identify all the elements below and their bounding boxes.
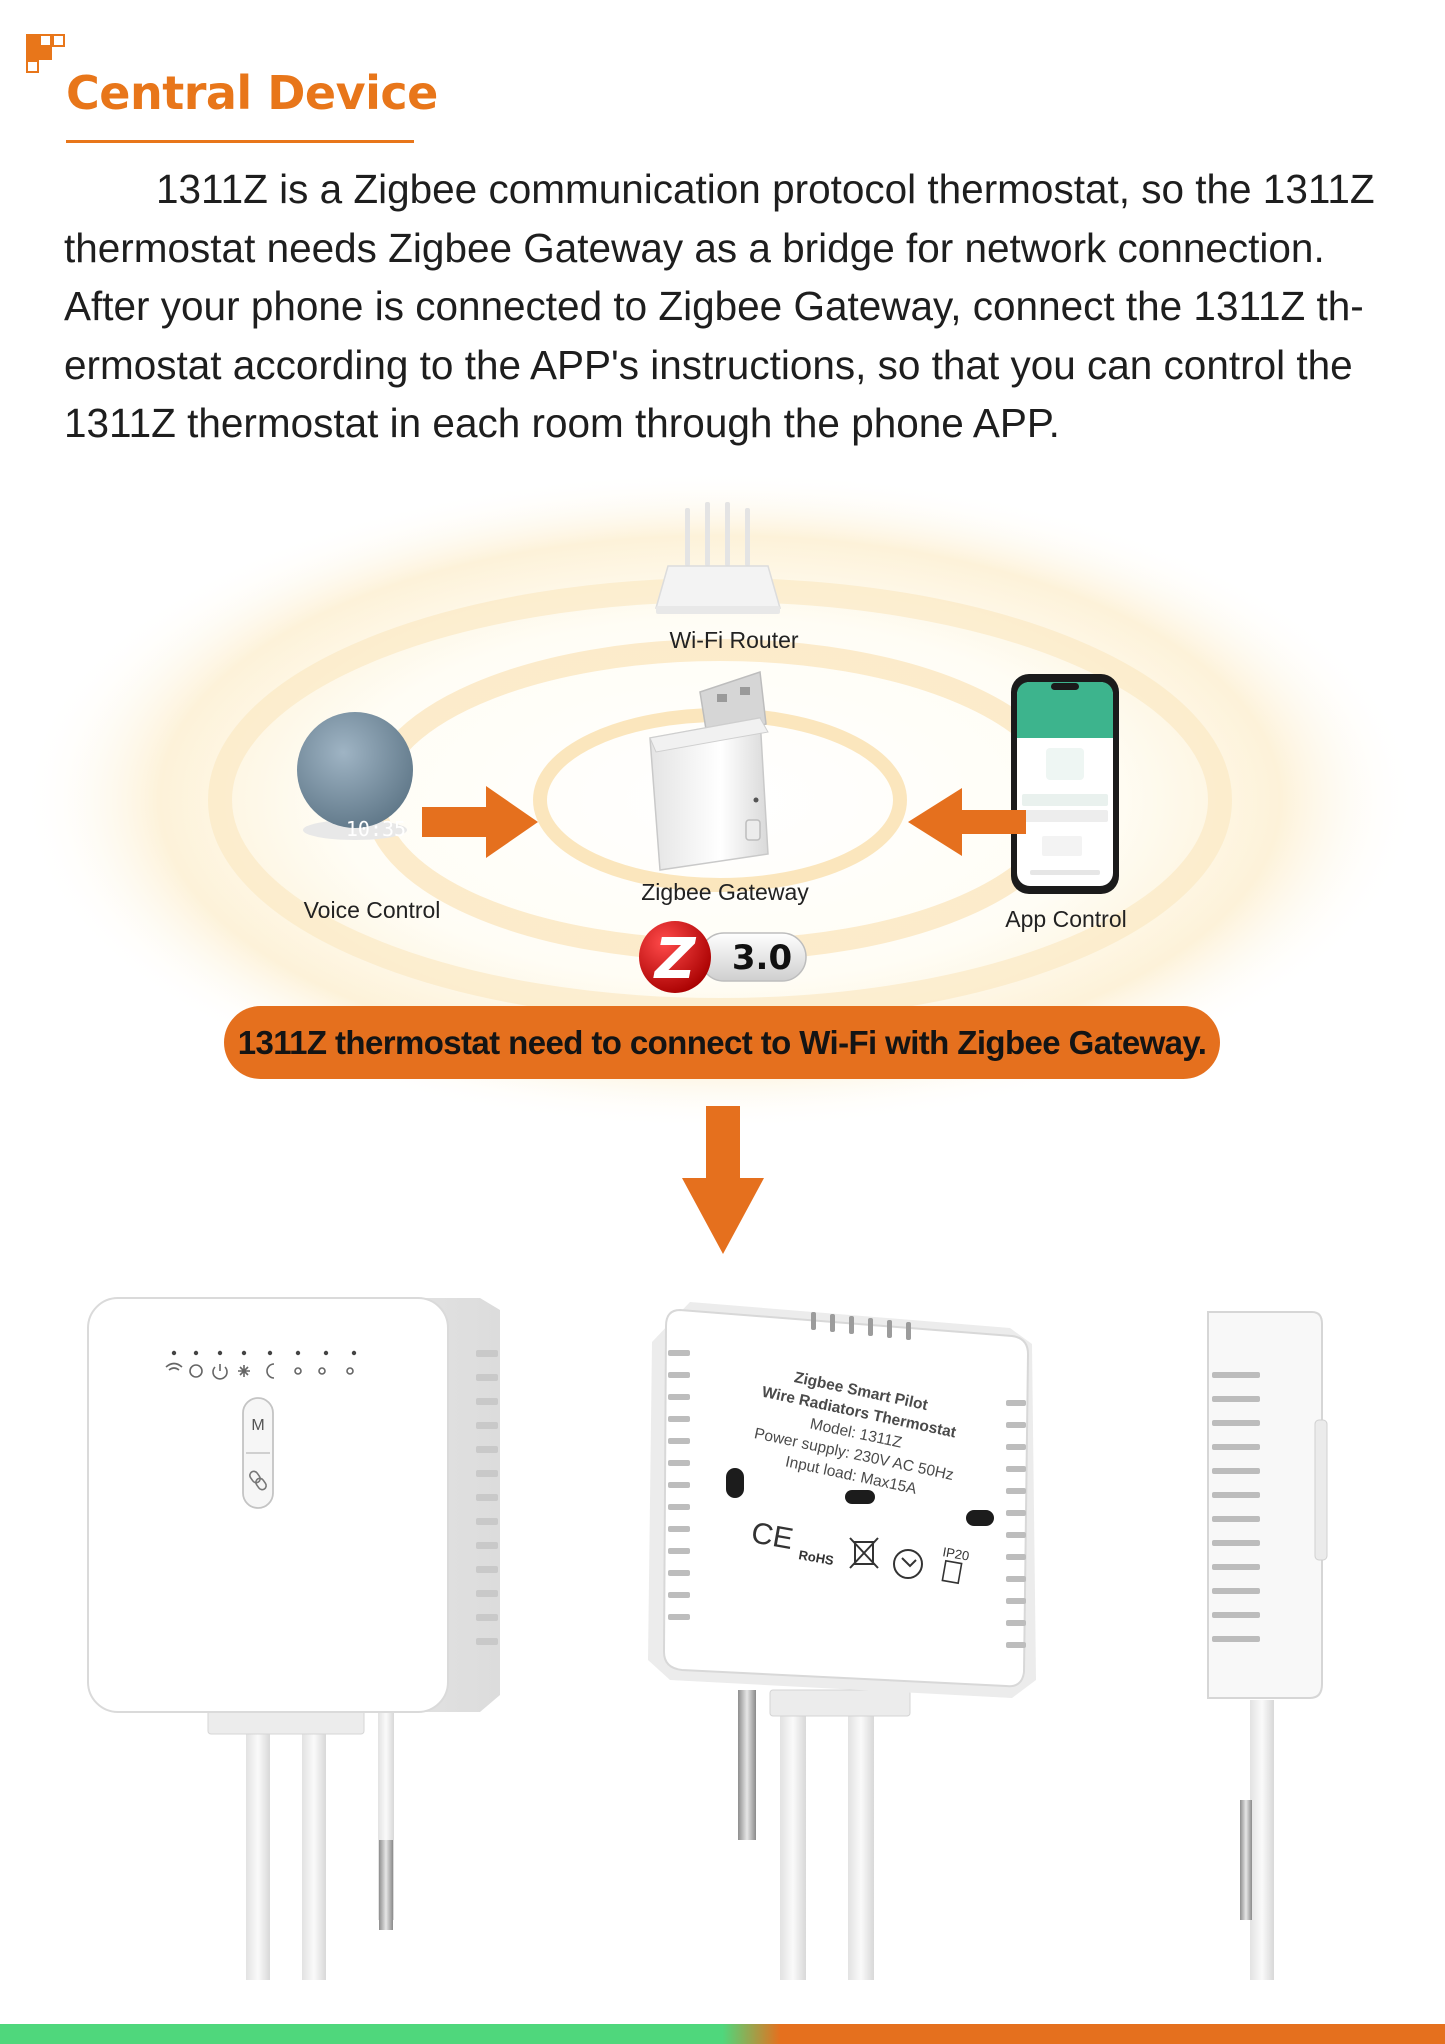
thermostat-side-view bbox=[1207, 1311, 1328, 1980]
intro-paragraph: 1311Z is a Zigbee communication protocol… bbox=[64, 166, 1375, 446]
voice-control-label: Voice Control bbox=[304, 897, 441, 923]
arrow-left-icon bbox=[908, 788, 1026, 856]
zigbee-badge-letter: Z bbox=[653, 927, 697, 992]
weee-bin-icon bbox=[849, 1537, 879, 1569]
smart-speaker-icon: 10:35 bbox=[297, 712, 413, 841]
thermostat-back-view: Zigbee Smart Pilot Wire Radiators Thermo… bbox=[648, 1302, 1036, 1980]
page-title: Central Device bbox=[66, 66, 438, 120]
mode-button-label: M bbox=[251, 1417, 264, 1434]
thermostat-front-view: M bbox=[87, 1297, 500, 1980]
speaker-clock: 10:35 bbox=[346, 817, 406, 841]
rohs-mark: RoHS bbox=[797, 1547, 835, 1568]
side-vent-slots bbox=[1212, 1372, 1260, 1642]
mount-hole-right bbox=[966, 1510, 994, 1526]
zigbee-gateway-icon bbox=[649, 670, 769, 871]
front-vent-slots bbox=[476, 1350, 498, 1645]
link-icon bbox=[249, 1470, 267, 1491]
recycle-person-icon bbox=[893, 1549, 923, 1579]
back-vent-slots-right bbox=[1006, 1400, 1026, 1648]
back-vent-slots-top bbox=[811, 1312, 911, 1340]
connection-diagram: Wi-Fi Router Zigbee Gateway 10:35 Voice … bbox=[20, 470, 1420, 1254]
mount-hole-left bbox=[726, 1468, 744, 1498]
wifi-router-icon bbox=[655, 502, 781, 614]
status-led-row bbox=[171, 1350, 357, 1356]
arrow-right-icon bbox=[422, 786, 538, 858]
connection-banner: 1311Z thermostat need to connect to Wi-F… bbox=[224, 1006, 1220, 1079]
app-control-label: App Control bbox=[1005, 906, 1126, 932]
footer-color-bar bbox=[0, 2024, 1445, 2044]
ip-rating-mark: IP20 bbox=[941, 1544, 970, 1563]
arrow-down-icon bbox=[682, 1106, 764, 1254]
certification-marks: CE RoHS IP20 bbox=[749, 1516, 970, 1585]
class-ii-icon bbox=[941, 1559, 963, 1585]
router-label: Wi-Fi Router bbox=[669, 627, 798, 653]
zigbee-badge-version: 3.0 bbox=[732, 938, 792, 978]
mode-icons-row bbox=[165, 1362, 354, 1380]
zigbee-3-badge: Z 3.0 bbox=[639, 921, 807, 993]
phone-icon bbox=[1011, 674, 1119, 894]
logo-mark bbox=[26, 34, 78, 80]
mount-slot-center bbox=[845, 1490, 875, 1504]
title-underline bbox=[66, 140, 414, 143]
ce-mark: CE bbox=[749, 1516, 796, 1556]
gateway-label: Zigbee Gateway bbox=[641, 879, 809, 905]
back-vent-slots-left bbox=[668, 1350, 690, 1620]
thermostat-product-views: M bbox=[87, 1297, 1328, 1980]
